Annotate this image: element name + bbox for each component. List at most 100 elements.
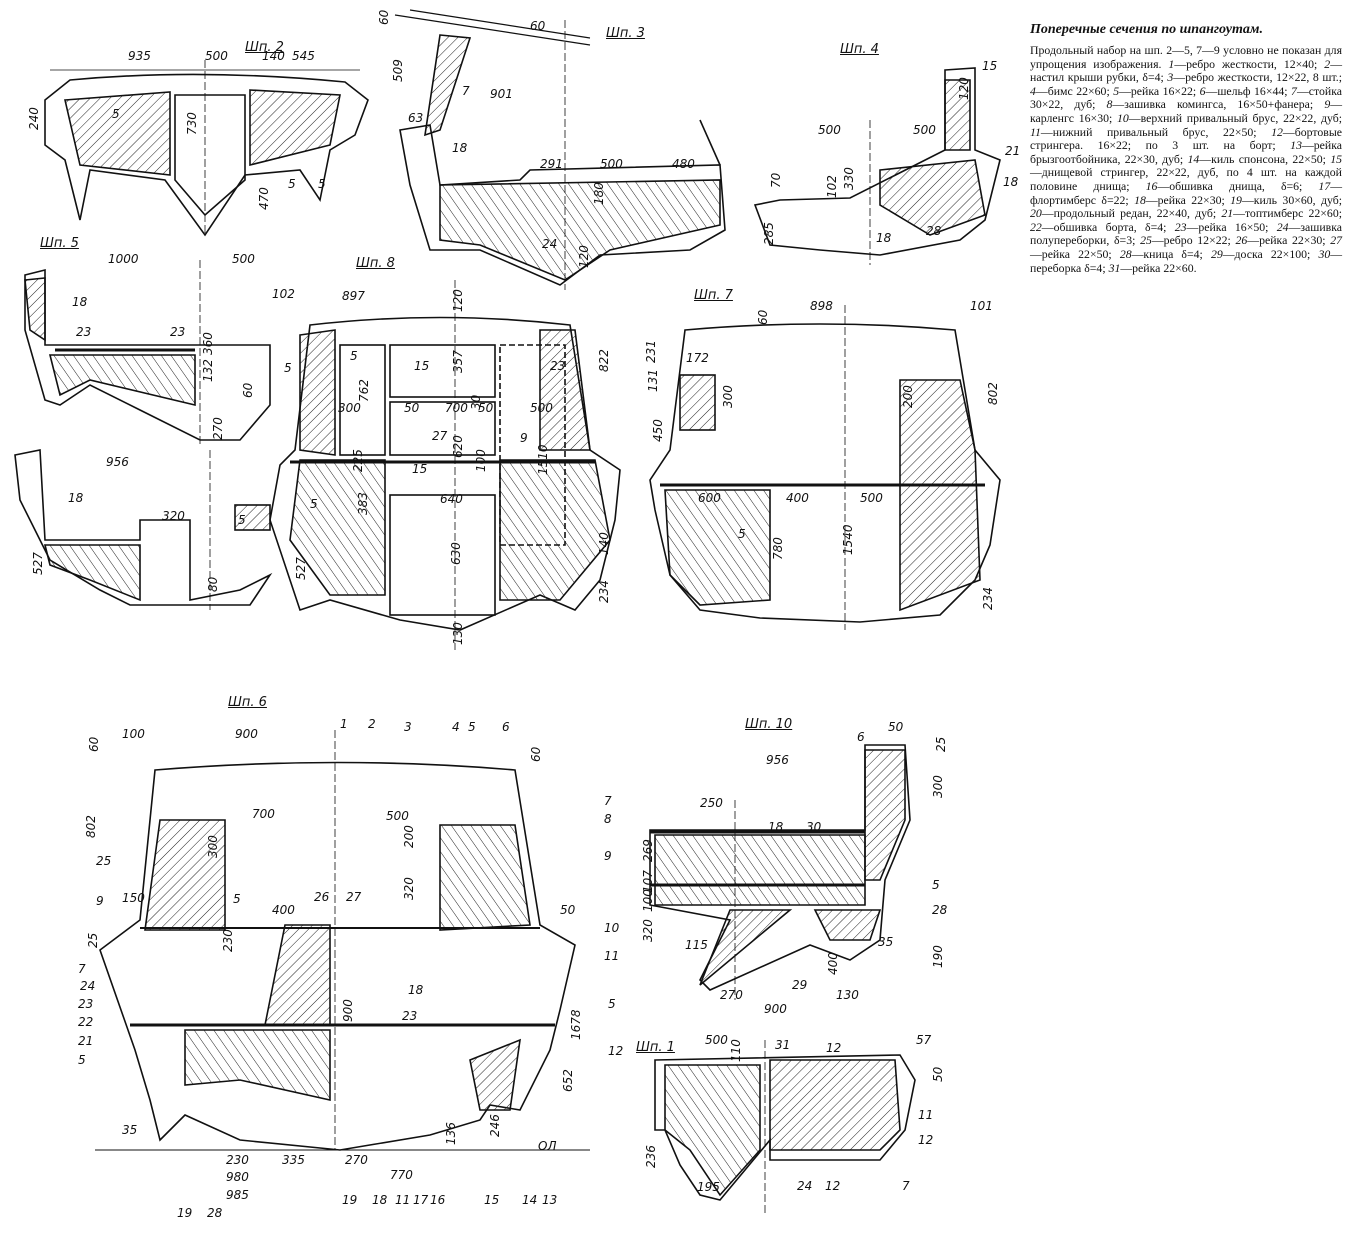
legend-item: 10—верхний привальный брус, 22×22, дуб; [1116,110,1342,125]
dimension-label: 383 [356,492,370,515]
dimension-label: 172 [686,351,709,365]
section-label-1: Шп. 1 [636,1040,675,1055]
legend-item-number: 21 [1221,206,1234,221]
section-8-drawing [269,280,621,650]
legend-item-text: настил крыши рубки, δ=4; [1030,70,1164,85]
dimension-label: 246 [488,1114,502,1137]
legend-item-text: ребро жесткости, 12×22, 8 шт.; [1185,70,1343,85]
dimension-label: 230 [226,1153,249,1167]
legend-item-text: зашивка полупереборки, δ=3; [1030,219,1343,248]
dimension-label: 527 [294,557,308,580]
dimension-label: 60 [377,9,391,25]
dimension-label: 5 [233,892,241,906]
legend-item-number: 3 [1167,70,1174,85]
legend-item-number: 12 [1271,124,1283,139]
legend-item: 13—рейка брызгоотбойника, 22×30, дуб; [1030,138,1343,166]
legend-item-number: 19 [1230,192,1242,207]
dimension-label: 27 [432,429,448,443]
dimension-label: 110 [729,1039,743,1062]
section-label-4: Шп. 4 [840,42,879,57]
dimension-label: 500 [600,157,623,171]
legend-item-text: верхний привальный брус, 22×22, дуб; [1140,110,1342,125]
dimension-label: 357 [451,350,465,373]
dimension-label: 360 [201,332,215,355]
legend-item-number: 18 [1134,192,1146,207]
dimension-label: 14 [522,1193,538,1207]
legend-item-number: 30 [1318,246,1331,261]
dimension-label: 7 [902,1179,910,1193]
dimension-label: 400 [272,903,295,917]
dimension-label: 600 [698,491,721,505]
dimension-label: 130 [451,622,465,645]
dimension-label: 300 [338,401,361,415]
dimension-label: 18 [876,231,892,245]
dimension-label: 101 [970,299,993,313]
dimension-label: 21 [1005,144,1021,158]
dimension-label: 195 [697,1180,720,1194]
legend-item-text: киль спонсона, 22×50; [1211,151,1326,166]
legend-item-number: 9 [1324,97,1331,112]
legend-item: 26—рейка 22×30; [1235,233,1326,248]
dimension-label: 26 [314,890,330,904]
dimension-label: 730 [185,112,199,135]
dimension-label: 120 [451,289,465,312]
legend-item-text: флортимберс δ=22; [1030,192,1129,207]
section-1-drawing [654,1040,916,1215]
legend-item-number: 15 [1330,151,1342,166]
legend-item: 2—настил крыши рубки, δ=4; [1030,56,1342,85]
dimension-label: 22 [78,1015,94,1029]
dimension-label: 1540 [841,524,855,555]
dimension-label: 7 [604,794,612,808]
dimension-label: 5 [468,720,476,734]
dimension-label: 136 [444,1122,458,1145]
dimension-label: 630 [449,542,463,565]
dimension-label: 898 [810,299,833,313]
dimension-label: 500 [818,123,841,137]
legend-item-text: рейка 22×60. [1132,260,1197,275]
legend-item: 18—рейка 22×30; [1134,192,1225,207]
dimension-label: 802 [84,815,98,838]
dimension-label: 15 [414,359,430,373]
legend-item-text: рейка брызгоотбойника, 22×30, дуб; [1030,138,1343,166]
dimension-label: 5 [608,997,616,1011]
legend-item-text: рейка 16×22; [1130,83,1197,98]
dimension-label: 50 [931,1066,945,1082]
dimension-label: ОЛ [538,1139,557,1153]
dimension-label: 6 [502,720,510,734]
section-9-drawing [14,449,273,610]
dimension-label: 269 [641,839,655,862]
dimension-label: 900 [341,999,355,1022]
dimension-label: 956 [106,455,129,469]
dimension-label: 320 [641,919,655,942]
dimension-label: 18 [1003,175,1019,189]
dimension-label: 18 [372,1193,388,1207]
legend-item-number: 5 [1113,83,1120,98]
legend-item-text: киль 30×60, дуб; [1253,192,1343,207]
dimension-label: 897 [342,289,365,303]
dimension-label: 140 [597,532,611,555]
legend-item: 27—рейка 22×50; [1030,233,1343,261]
dimension-label: 11 [604,949,620,963]
section-label-6: Шп. 6 [228,695,267,710]
dimension-label: 1510 [536,444,550,475]
legend-item-number: 20 [1030,206,1042,221]
dimension-label: 63 [408,111,424,125]
dimension-label: 320 [402,877,416,900]
legend-item-number: 2 [1324,56,1331,71]
dimension-label: 28 [926,224,942,238]
legend-item: 29—доска 22×100; [1210,246,1311,261]
dimension-label: 31 [775,1038,791,1052]
dimension-label: 770 [390,1168,413,1182]
dimension-label: 120 [957,77,971,100]
dimension-label: 18 [68,491,84,505]
legend-item-number: 17 [1318,178,1331,193]
dimension-label: 50 [888,720,904,734]
dimension-label: 120 [577,245,591,268]
section-label-7: Шп. 7 [694,288,733,303]
legend: Поперечные сечения по шпангоутам. Продол… [1030,22,1342,275]
dimension-label: 230 [221,929,235,952]
dimension-label: 270 [211,417,225,440]
dimension-label: 5 [932,878,940,892]
dimension-label: 12 [608,1044,624,1058]
